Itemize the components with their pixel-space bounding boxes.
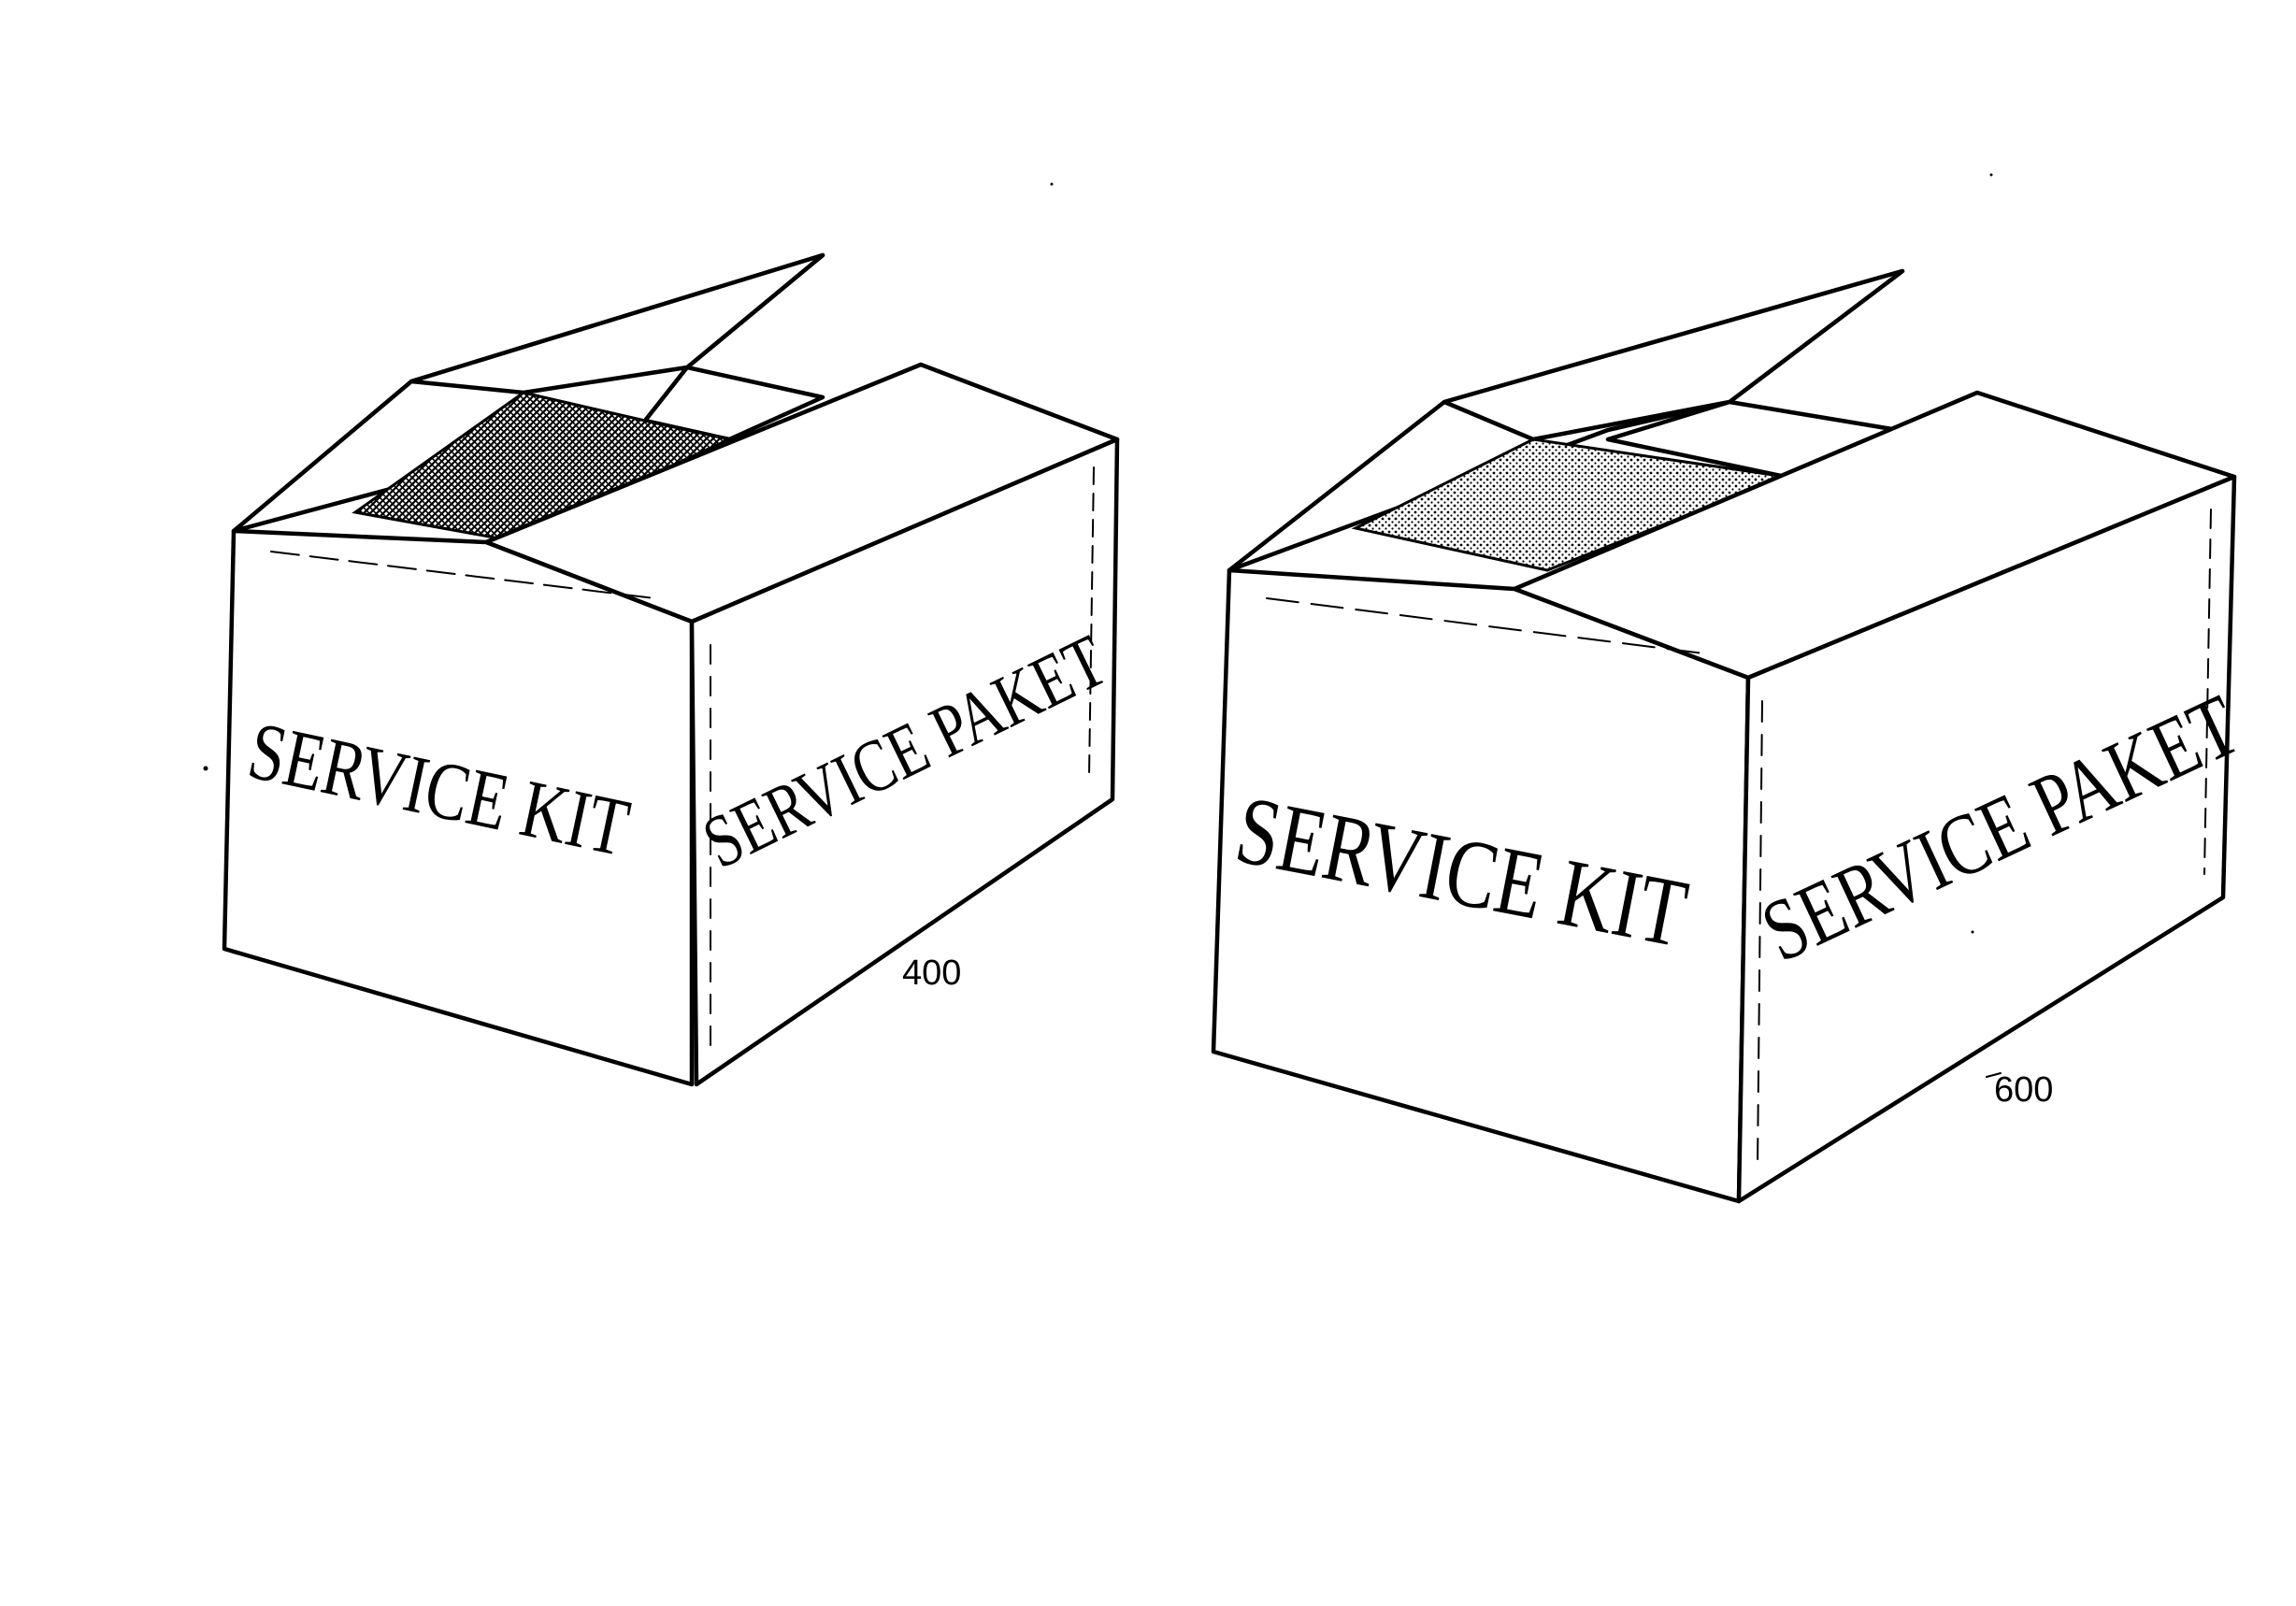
box-400-front-face <box>222 528 695 1087</box>
box-400-reference-number: 400 <box>902 954 961 993</box>
box-400: SERVICE KIT SERVICE PAKET 400 <box>222 252 1120 1087</box>
box-600: SERVICE KIT SERVICE PAKET 600 <box>1211 268 2253 1204</box>
box-400-side-face <box>689 437 1120 1087</box>
box-400-left-flap-face <box>409 252 825 395</box>
box-400-interior <box>352 391 734 542</box>
box-600-side-face <box>1736 474 2237 1204</box>
box-600-reference-number: 600 <box>1994 1070 2053 1110</box>
box-600-left-flap-face <box>1442 268 1905 442</box>
